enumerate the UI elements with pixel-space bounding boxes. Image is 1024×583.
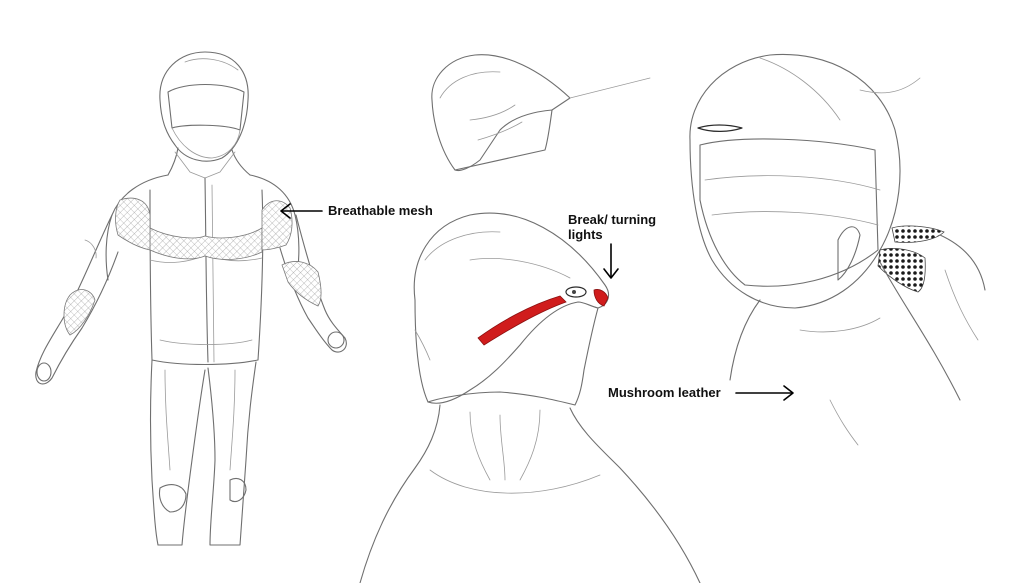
mushroom-leather-label: Mushroom leather (608, 385, 721, 400)
arrow-mushroom-leather (735, 385, 794, 401)
helmet-lights-sketch (359, 212, 701, 583)
helmet-side-sketch (431, 54, 651, 172)
full-suit-sketch (35, 51, 347, 546)
helmet-leather-sketch (689, 53, 986, 446)
brake-lights-label: Break/ turning lights (568, 212, 657, 242)
arrow-brake-lights (603, 243, 619, 279)
arrow-breathable-mesh (280, 203, 323, 219)
breathable-mesh-label: Breathable mesh (328, 203, 433, 218)
